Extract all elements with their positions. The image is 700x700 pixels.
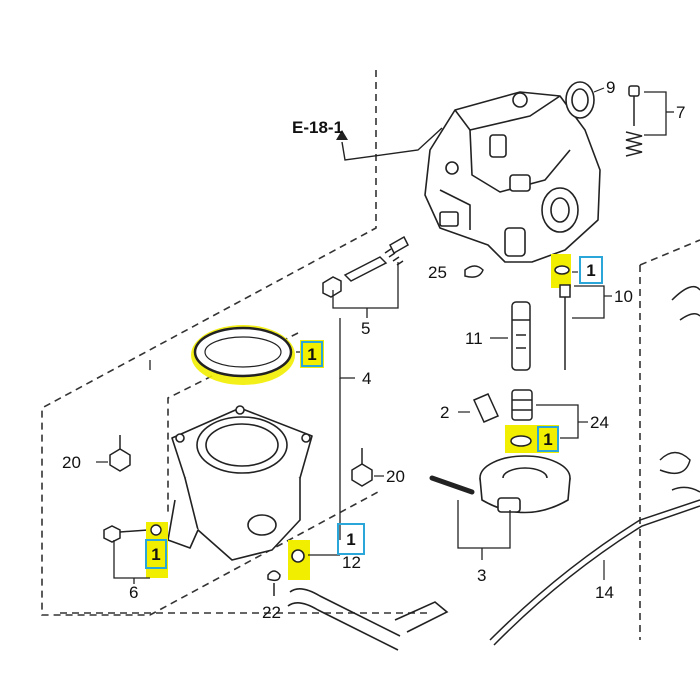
part-11-emulsion-tube bbox=[511, 301, 531, 371]
reference-arrow bbox=[336, 127, 443, 161]
part-label-2: 2 bbox=[440, 403, 449, 422]
part-label-6: 6 bbox=[129, 583, 138, 602]
qty-box-10: 1 bbox=[579, 256, 603, 284]
part-label-12: 12 bbox=[342, 553, 361, 572]
dashed-boundaries bbox=[41, 70, 700, 640]
part-label-22: 22 bbox=[262, 603, 281, 622]
part-7-screw-spring bbox=[625, 85, 643, 157]
qty-12-label: 1 bbox=[346, 530, 355, 549]
part-20-bolt-right bbox=[351, 448, 373, 487]
part-label-5: 5 bbox=[361, 319, 370, 338]
right-edge-parts bbox=[659, 285, 700, 493]
qty-box-gasket: 1 bbox=[300, 340, 324, 368]
qty-box-24: 1 bbox=[537, 426, 559, 452]
qty-10-label: 1 bbox=[586, 261, 595, 280]
part-label-7: 7 bbox=[676, 103, 685, 122]
qty-gasket-label: 1 bbox=[307, 345, 316, 364]
part-2-valve bbox=[473, 393, 499, 423]
qty-box-6: 1 bbox=[145, 539, 167, 569]
part-label-20-left: 20 bbox=[62, 453, 81, 472]
part-9-seal bbox=[565, 81, 595, 119]
group-4-bracket bbox=[149, 318, 355, 540]
part-3-float bbox=[429, 455, 571, 514]
part-label-25: 25 bbox=[428, 263, 447, 282]
part-label-14: 14 bbox=[595, 583, 614, 602]
part-label-4: 4 bbox=[362, 369, 371, 388]
part-label-11: 11 bbox=[465, 329, 483, 348]
part-label-9: 9 bbox=[606, 78, 615, 97]
throttle-body bbox=[167, 405, 313, 561]
reference-label: E-18-1 bbox=[292, 118, 343, 137]
part-label-20-right: 20 bbox=[386, 467, 405, 486]
part-25-clip bbox=[464, 265, 484, 278]
part-22-clip bbox=[267, 570, 281, 596]
part-label-3: 3 bbox=[477, 566, 486, 585]
carburetor-body bbox=[424, 91, 601, 263]
part-14-cable bbox=[489, 499, 700, 646]
part-24-jet bbox=[511, 389, 533, 421]
part-5-screw bbox=[322, 235, 409, 298]
fuel-hose bbox=[287, 588, 449, 651]
part-10-needle bbox=[559, 284, 571, 370]
gasket-highlight bbox=[191, 325, 295, 385]
part-label-10: 10 bbox=[614, 287, 633, 306]
qty-6-label: 1 bbox=[151, 545, 160, 564]
qty-24-label: 1 bbox=[543, 430, 552, 449]
part-6-screw bbox=[103, 525, 149, 543]
part-20-bolt-left bbox=[109, 435, 131, 472]
part-label-24: 24 bbox=[590, 413, 609, 432]
part-6-highlight bbox=[146, 522, 168, 578]
qty-box-12: 1 bbox=[337, 523, 365, 555]
